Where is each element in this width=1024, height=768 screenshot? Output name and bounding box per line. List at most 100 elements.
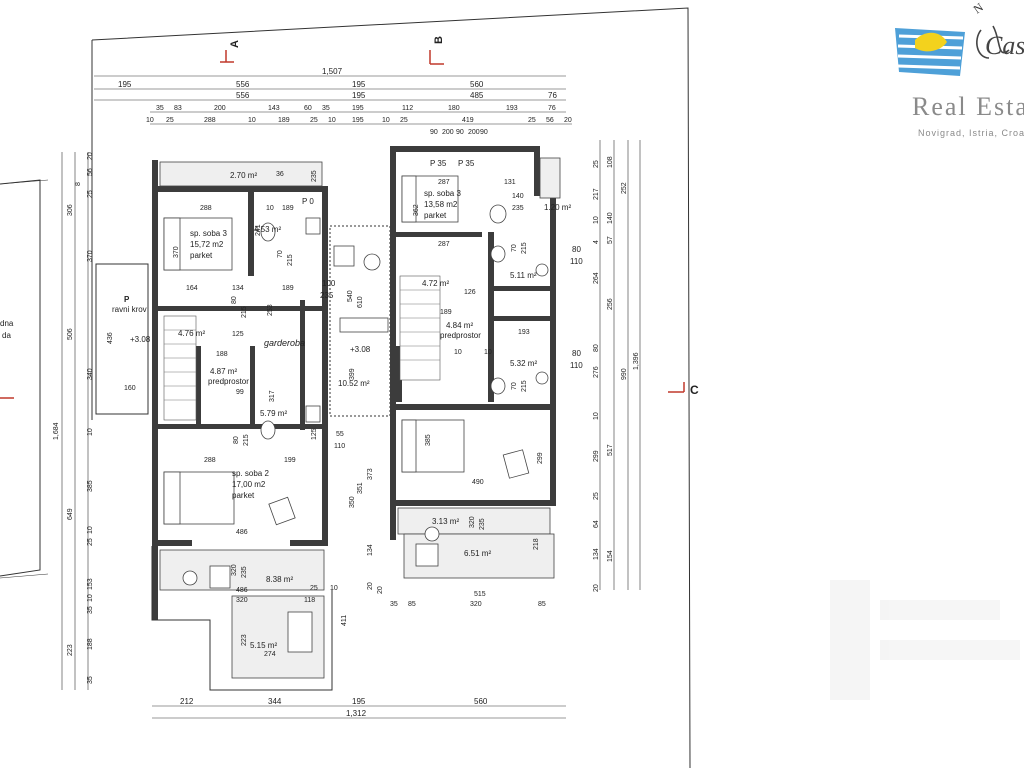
svg-text:241: 241 (255, 224, 262, 236)
section-marker-b: B (429, 36, 445, 65)
svg-text:25: 25 (87, 190, 94, 198)
logo-script: Cas (985, 31, 1024, 60)
toilet-icon (490, 245, 506, 263)
svg-text:100: 100 (322, 279, 336, 288)
svg-text:556: 556 (236, 91, 250, 100)
svg-text:1,396: 1,396 (633, 352, 640, 370)
svg-text:2.70 m²: 2.70 m² (230, 171, 257, 180)
svg-text:189: 189 (282, 285, 294, 292)
left-unit: sp. soba 3 15,72 m2 parket sp. soba 2 17… (95, 160, 374, 691)
staircase-icon (163, 315, 197, 421)
svg-text:134: 134 (367, 544, 374, 556)
svg-text:215: 215 (241, 306, 248, 318)
svg-text:131: 131 (504, 179, 516, 186)
logo-mark: Cas N (895, 0, 1024, 76)
room-name: sp. soba 3 (424, 189, 461, 198)
svg-text:1,684: 1,684 (53, 422, 60, 440)
svg-text:10: 10 (593, 412, 600, 420)
svg-text:189: 189 (440, 309, 452, 316)
svg-text:20: 20 (367, 582, 374, 590)
sink-icon (535, 263, 549, 277)
room-area: 15,72 m2 (190, 240, 224, 249)
svg-text:+3.08: +3.08 (350, 345, 371, 354)
svg-text:140: 140 (607, 212, 614, 224)
svg-text:10: 10 (87, 594, 94, 602)
svg-text:80: 80 (233, 436, 240, 444)
svg-text:419: 419 (462, 117, 474, 124)
svg-text:288: 288 (200, 205, 212, 212)
svg-text:486: 486 (236, 587, 248, 594)
svg-text:35: 35 (390, 601, 398, 608)
svg-text:370: 370 (87, 250, 94, 262)
svg-text:188: 188 (87, 638, 94, 650)
central-patio: 540 610 399 10.52 m² +3.08 (329, 225, 391, 417)
svg-text:264: 264 (593, 272, 600, 284)
room-area: 13,58 m2 (424, 200, 458, 209)
staircase-icon (399, 275, 441, 381)
svg-text:5.15 m²: 5.15 m² (250, 641, 277, 650)
svg-text:10: 10 (328, 117, 336, 124)
brand-name: Real Esta (912, 92, 1024, 121)
svg-text:5.79 m²: 5.79 m² (260, 409, 287, 418)
svg-text:35: 35 (322, 105, 330, 112)
svg-text:195: 195 (118, 80, 132, 89)
svg-text:649: 649 (67, 508, 74, 520)
svg-text:60: 60 (304, 105, 312, 112)
svg-text:57: 57 (607, 236, 614, 244)
svg-text:25: 25 (166, 117, 174, 124)
svg-text:340: 340 (87, 368, 94, 380)
bottom-dimensions: 212 344 195 560 1,312 (152, 697, 566, 719)
svg-text:193: 193 (518, 329, 530, 336)
svg-text:80: 80 (231, 296, 238, 304)
svg-text:253: 253 (267, 304, 274, 316)
svg-text:10.52 m²: 10.52 m² (338, 379, 370, 388)
svg-text:25: 25 (310, 585, 318, 592)
room-area: 17,00 m2 (232, 480, 266, 489)
svg-text:garderoba: garderoba (264, 338, 305, 348)
svg-text:299: 299 (593, 450, 600, 462)
watermark-graphic (830, 580, 1020, 700)
svg-text:610: 610 (357, 296, 364, 308)
svg-text:4.72 m²: 4.72 m² (422, 279, 449, 288)
toilet-icon (260, 420, 276, 440)
svg-text:200: 200 (214, 105, 226, 112)
svg-text:4: 4 (593, 240, 600, 244)
section-a-label: A (229, 40, 241, 48)
svg-text:188: 188 (216, 351, 228, 358)
svg-text:485: 485 (470, 91, 484, 100)
svg-text:212: 212 (180, 697, 194, 706)
left-dimensions: 20 56 25 8 306 370 506 436 340 160 1,684… (53, 152, 136, 690)
svg-text:164: 164 (186, 285, 198, 292)
svg-text:25: 25 (400, 117, 408, 124)
terrace-small-right (539, 157, 561, 199)
svg-text:25: 25 (528, 117, 536, 124)
svg-text:1.20 m²: 1.20 m² (544, 203, 571, 212)
svg-text:134: 134 (232, 285, 244, 292)
svg-text:215: 215 (521, 242, 528, 254)
svg-text:3.13 m²: 3.13 m² (432, 517, 459, 526)
svg-text:200: 200 (468, 129, 480, 136)
svg-text:10: 10 (146, 117, 154, 124)
svg-text:110: 110 (334, 443, 345, 450)
svg-text:215: 215 (243, 434, 250, 446)
svg-text:399: 399 (349, 368, 356, 380)
svg-text:189: 189 (282, 205, 294, 212)
svg-text:80: 80 (593, 344, 600, 352)
svg-text:80: 80 (572, 349, 581, 358)
svg-text:385: 385 (425, 434, 432, 446)
toilet-icon (260, 222, 276, 242)
svg-text:110: 110 (570, 257, 583, 266)
svg-text:288: 288 (204, 457, 216, 464)
svg-text:385: 385 (87, 480, 94, 492)
svg-text:35: 35 (87, 606, 94, 614)
svg-text:P 0: P 0 (302, 197, 314, 206)
svg-text:85: 85 (538, 601, 546, 608)
svg-text:134: 134 (593, 548, 600, 560)
brand-logo: Cas N (885, 0, 1024, 150)
svg-text:25: 25 (310, 117, 318, 124)
svg-text:99: 99 (236, 389, 244, 396)
svg-text:351: 351 (357, 482, 364, 494)
svg-text:235: 235 (479, 518, 486, 530)
svg-text:195: 195 (352, 117, 364, 124)
svg-text:1,312: 1,312 (346, 709, 367, 718)
